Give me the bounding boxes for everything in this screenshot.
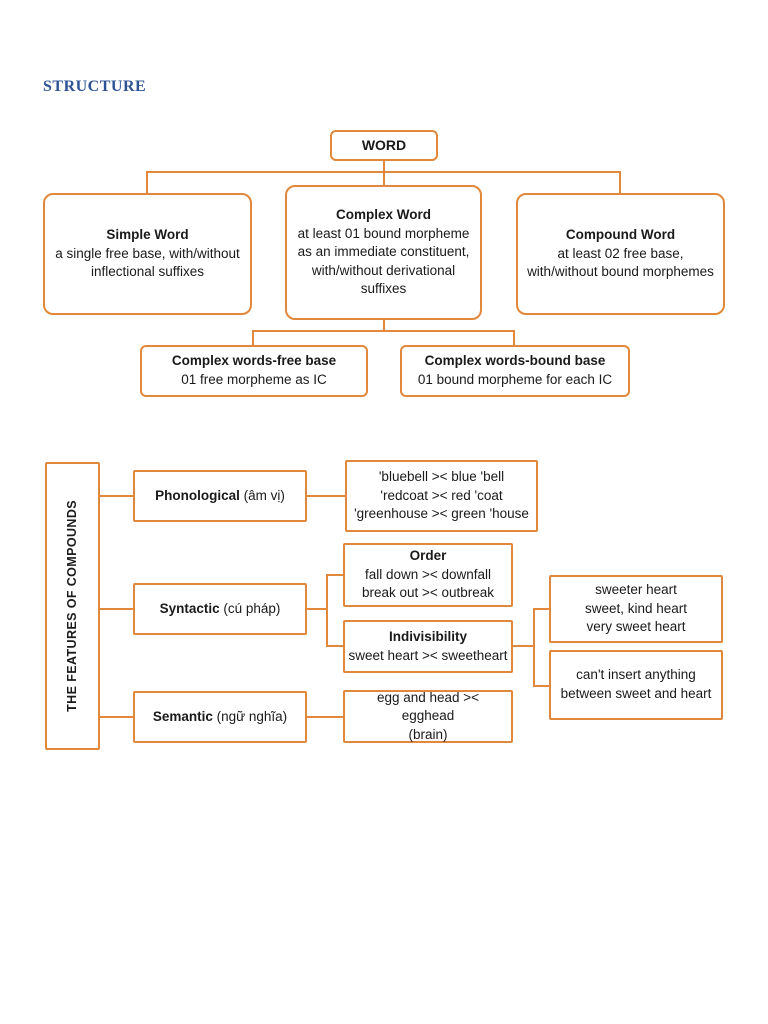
connector-line xyxy=(252,330,515,332)
heart-example: sweeter heart xyxy=(595,582,677,598)
connector-line xyxy=(533,685,549,687)
connector-line xyxy=(326,574,343,576)
phonological-example: 'greenhouse >< green 'house xyxy=(354,506,529,522)
page-title: STRUCTURE xyxy=(43,78,147,95)
compound-word-title: Compound Word xyxy=(565,227,676,243)
connector-line xyxy=(100,608,133,610)
heart-examples-box: sweeter heart sweet, kind heart very swe… xyxy=(549,575,723,643)
phonological-example: 'redcoat >< red 'coat xyxy=(380,487,503,503)
indivisibility-title: Indivisibility xyxy=(388,628,467,644)
connector-line xyxy=(533,608,549,610)
complex-free-base-body: 01 free morpheme as IC xyxy=(181,372,327,387)
semantic-translation: (ngữ nghĩa) xyxy=(212,708,288,724)
features-of-compounds-box: THE FEATURES OF COMPOUNDS xyxy=(45,462,100,750)
word-root-label: WORD xyxy=(361,136,407,153)
connector-line xyxy=(513,645,535,647)
indivisibility-box: Indivisibility sweet heart >< sweetheart xyxy=(343,620,513,673)
connector-line xyxy=(383,320,385,332)
semantic-box: Semantic (ngữ nghĩa) xyxy=(133,691,307,743)
simple-word-body: a single free base, with/without inflect… xyxy=(55,245,240,280)
simple-word-box: Simple Word a single free base, with/wit… xyxy=(43,193,252,315)
connector-line xyxy=(100,716,133,718)
order-box: Order fall down >< downfall break out ><… xyxy=(343,543,513,607)
complex-word-title: Complex Word xyxy=(335,206,431,222)
complex-word-box: Complex Word at least 01 bound morpheme … xyxy=(285,185,482,320)
semantic-example: egg and head >< egghead xyxy=(376,689,480,724)
features-of-compounds-label: THE FEATURES OF COMPOUNDS xyxy=(64,500,79,712)
connector-line xyxy=(307,495,345,497)
connector-line xyxy=(533,608,535,687)
connector-line xyxy=(619,171,621,193)
phonological-example: 'bluebell >< blue 'bell xyxy=(378,469,505,485)
syntactic-box: Syntactic (cú pháp) xyxy=(133,583,307,635)
compound-word-box: Compound Word at least 02 free base, wit… xyxy=(516,193,725,315)
connector-line xyxy=(326,645,343,647)
connector-line xyxy=(383,171,385,185)
complex-free-base-title: Complex words-free base xyxy=(171,353,337,369)
semantic-label: Semantic xyxy=(152,708,213,724)
phonological-examples-box: 'bluebell >< blue 'bell 'redcoat >< red … xyxy=(345,460,538,532)
complex-bound-base-title: Complex words-bound base xyxy=(424,353,606,369)
complex-free-base-box: Complex words-free base 01 free morpheme… xyxy=(140,345,368,397)
indivisibility-example: sweet heart >< sweetheart xyxy=(348,647,508,663)
heart-example: very sweet heart xyxy=(586,619,686,635)
connector-line xyxy=(326,574,328,647)
connector-line xyxy=(513,330,515,345)
connector-line xyxy=(383,161,385,173)
order-example: fall down >< downfall xyxy=(364,566,492,582)
word-root-box: WORD xyxy=(330,130,438,161)
compound-word-body: at least 02 free base, with/without boun… xyxy=(527,245,714,280)
phonological-translation: (âm vị) xyxy=(239,487,285,503)
complex-bound-base-box: Complex words-bound base 01 bound morphe… xyxy=(400,345,630,397)
phonological-label: Phonological xyxy=(155,487,240,503)
syntactic-label: Syntactic xyxy=(159,600,220,616)
semantic-example-box: egg and head >< egghead (brain) xyxy=(343,690,513,743)
connector-line xyxy=(307,608,328,610)
complex-word-body: at least 01 bound morpheme as an immedia… xyxy=(297,225,470,297)
order-example: break out >< outbreak xyxy=(361,585,495,601)
order-title: Order xyxy=(409,548,447,564)
connector-line xyxy=(307,716,343,718)
insert-note-box: can't insert anything between sweet and … xyxy=(549,650,723,720)
phonological-box: Phonological (âm vị) xyxy=(133,470,307,522)
syntactic-translation: (cú pháp) xyxy=(219,600,281,616)
connector-line xyxy=(146,171,148,193)
heart-example: sweet, kind heart xyxy=(584,600,688,616)
semantic-example: (brain) xyxy=(408,726,448,742)
connector-line xyxy=(100,495,133,497)
insert-note: can't insert anything between sweet and … xyxy=(560,667,712,701)
simple-word-title: Simple Word xyxy=(106,227,189,243)
complex-bound-base-body: 01 bound morpheme for each IC xyxy=(417,372,613,387)
connector-line xyxy=(252,330,254,345)
